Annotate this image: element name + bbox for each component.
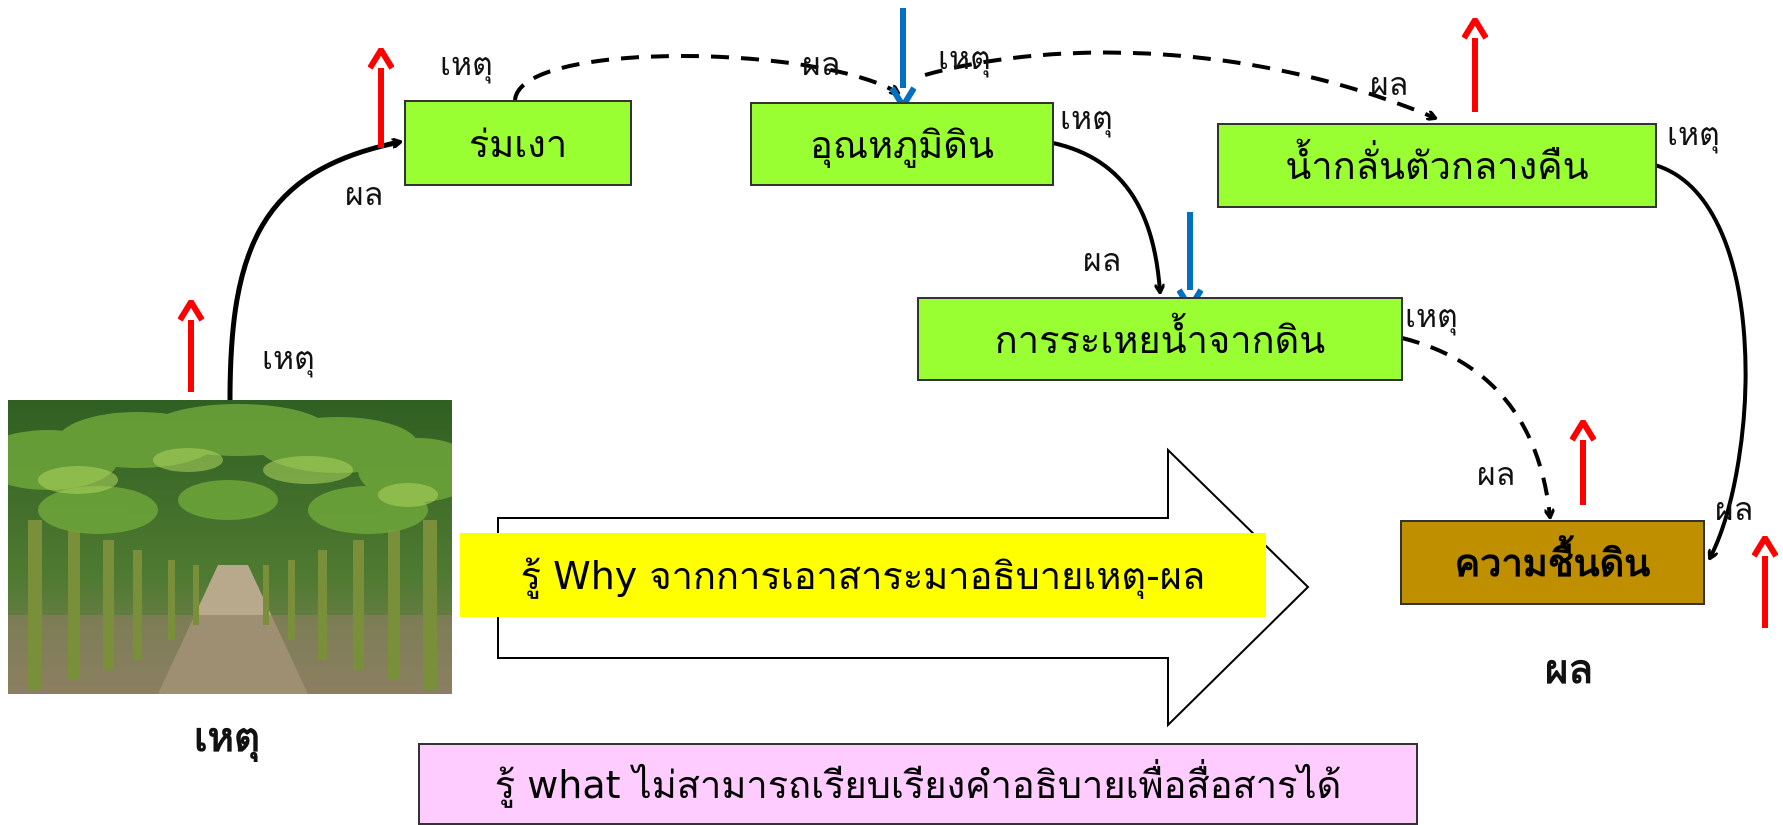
label-effect-soil-moisture-top: ผล — [1477, 455, 1516, 493]
node-soil-evaporation: การระเหยน้ำจากดิน — [917, 297, 1403, 381]
link-dew-to-soil-moisture — [1654, 163, 1748, 558]
label-cause-soil-temp-right: เหตุ — [1060, 99, 1113, 137]
label-cause-evaporation: เหตุ — [1405, 297, 1458, 335]
caption-effect: ผล — [1545, 647, 1593, 693]
label-cause-plantation: เหตุ — [262, 339, 315, 377]
label-effect-dew: ผล — [1370, 65, 1409, 103]
link-soil-temp-to-dew — [924, 50, 1435, 118]
link-plantation-to-shade — [227, 142, 400, 401]
node-soil-temperature: อุณหภูมิดิน — [750, 102, 1054, 186]
label-effect-soil-temp: ผล — [802, 45, 841, 83]
caption-cause: เหตุ — [194, 715, 261, 761]
label-cause-soil-temp-top: เหตุ — [938, 39, 991, 77]
label-effect-evaporation: ผล — [1083, 241, 1122, 279]
node-shade: ร่มเงา — [404, 100, 632, 186]
link-shade-to-soil-temp — [513, 54, 898, 101]
link-evaporation-to-soil-moisture — [1401, 336, 1550, 517]
label-effect-soil-moisture-right: ผล — [1715, 490, 1754, 528]
what-banner: รู้ what ไม่สามารถเรียบเรียงคำอธิบายเพื่… — [418, 743, 1418, 825]
label-cause-dew: เหตุ — [1667, 115, 1720, 153]
node-soil-moisture: ความชื้นดิน — [1400, 520, 1705, 605]
banana-plantation-photo — [8, 400, 452, 694]
why-banner: รู้ Why จากการเอาสาระมาอธิบายเหตุ-ผล — [460, 533, 1266, 617]
label-effect-shade: ผล — [345, 175, 384, 213]
link-soil-temp-to-evaporation — [1052, 141, 1160, 292]
node-night-dew: น้ำกลั่นตัวกลางคืน — [1217, 123, 1657, 208]
label-cause-shade: เหตุ — [440, 45, 493, 83]
